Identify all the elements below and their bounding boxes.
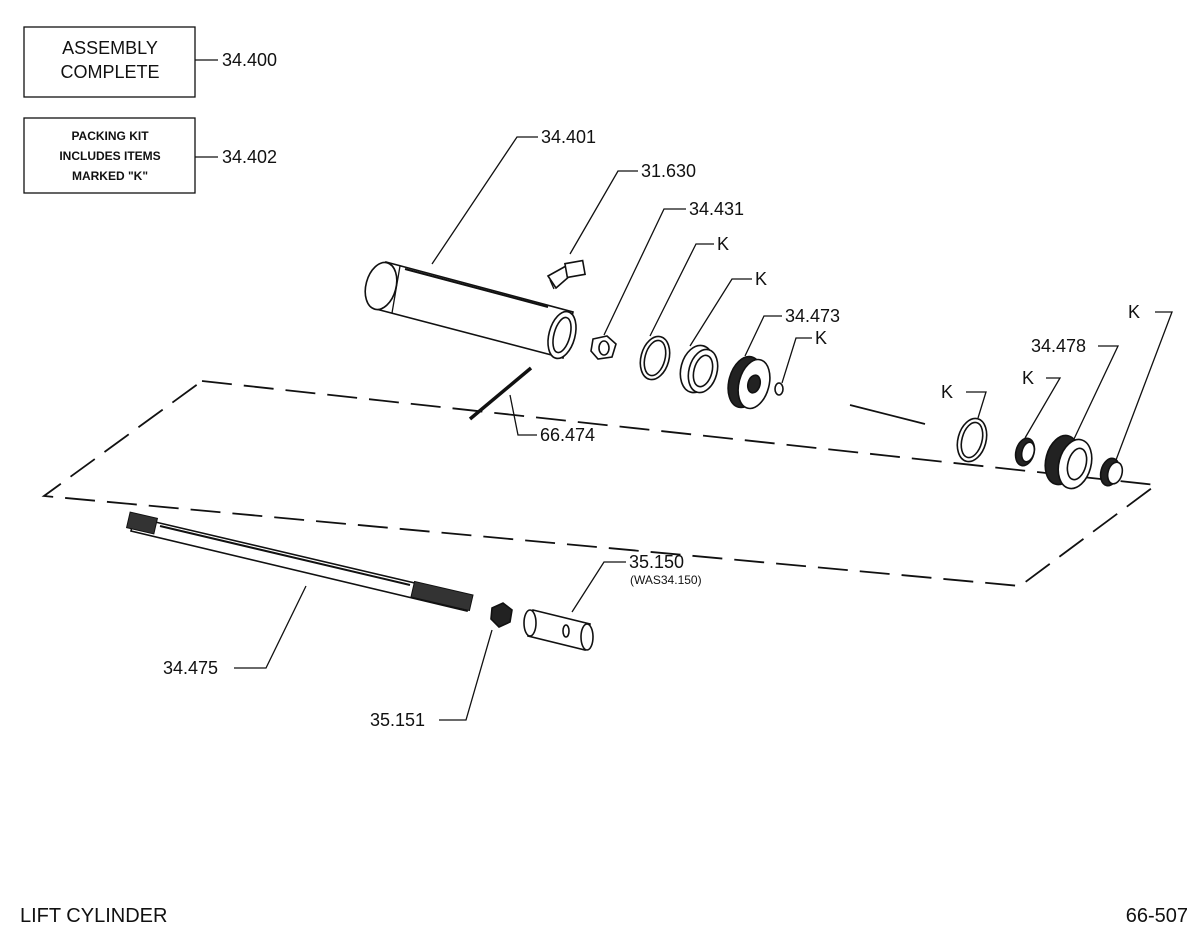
hex-fitting [590, 335, 617, 360]
o-ring-1-inner [643, 339, 667, 377]
callout-66-474: 66.474 [540, 425, 595, 445]
callout-34-473: 34.473 [785, 306, 840, 326]
callout-34-478: 34.478 [1031, 336, 1086, 356]
callout-35-151: 35.151 [370, 710, 425, 730]
callout-k-o-ring: K [717, 234, 729, 254]
kit-box-line-2: INCLUDES ITEMS [59, 149, 160, 163]
piston [727, 355, 771, 410]
callout-35-150-note: (WAS34.150) [630, 573, 702, 587]
rod-seal [1099, 457, 1124, 487]
leader-lines [234, 136, 1173, 721]
callout-34-475: 34.475 [163, 658, 218, 678]
callout-k-small-o-ring: K [815, 328, 827, 348]
o-ring-2-inner [960, 421, 984, 459]
callout-34-401: 34.401 [541, 127, 596, 147]
callout-k-wiper: K [1022, 368, 1034, 388]
assembly-part-number: 34.400 [222, 50, 277, 70]
axis-line [849, 404, 926, 425]
callout-k-o-ring-2: K [941, 382, 953, 402]
kit-box-line-3: MARKED "K" [72, 169, 148, 183]
assembly-dashed-outline [41, 380, 1159, 587]
callout-k-packing: K [755, 269, 767, 289]
callout-35-150: 35.150 [629, 552, 684, 572]
kit-part-number: 34.402 [222, 147, 277, 167]
gland [1044, 434, 1093, 490]
wiper-ring [1014, 437, 1036, 467]
piston-rod [125, 511, 474, 612]
packing-ring [679, 344, 719, 394]
cylinder-barrel [364, 261, 577, 360]
assembly-box-line-2: COMPLETE [60, 62, 159, 82]
assembly-box-line-1: ASSEMBLY [62, 38, 158, 58]
small-o-ring [774, 382, 784, 396]
assembly-complete-box: ASSEMBLY COMPLETE 34.400 [23, 26, 277, 98]
rod-nut [490, 602, 513, 628]
tie-rod [468, 366, 533, 421]
page-code: 66-507 [1126, 905, 1188, 927]
callout-31-630: 31.630 [641, 161, 696, 181]
kit-box-line-1: PACKING KIT [71, 129, 149, 143]
callout-k-seal: K [1128, 302, 1140, 322]
callout-34-431: 34.431 [689, 199, 744, 219]
diagram-title: LIFT CYLINDER [20, 905, 167, 927]
elbow-fitting [546, 259, 587, 290]
clevis [523, 609, 594, 651]
packing-kit-box: PACKING KIT INCLUDES ITEMS MARKED "K" 34… [23, 117, 277, 194]
